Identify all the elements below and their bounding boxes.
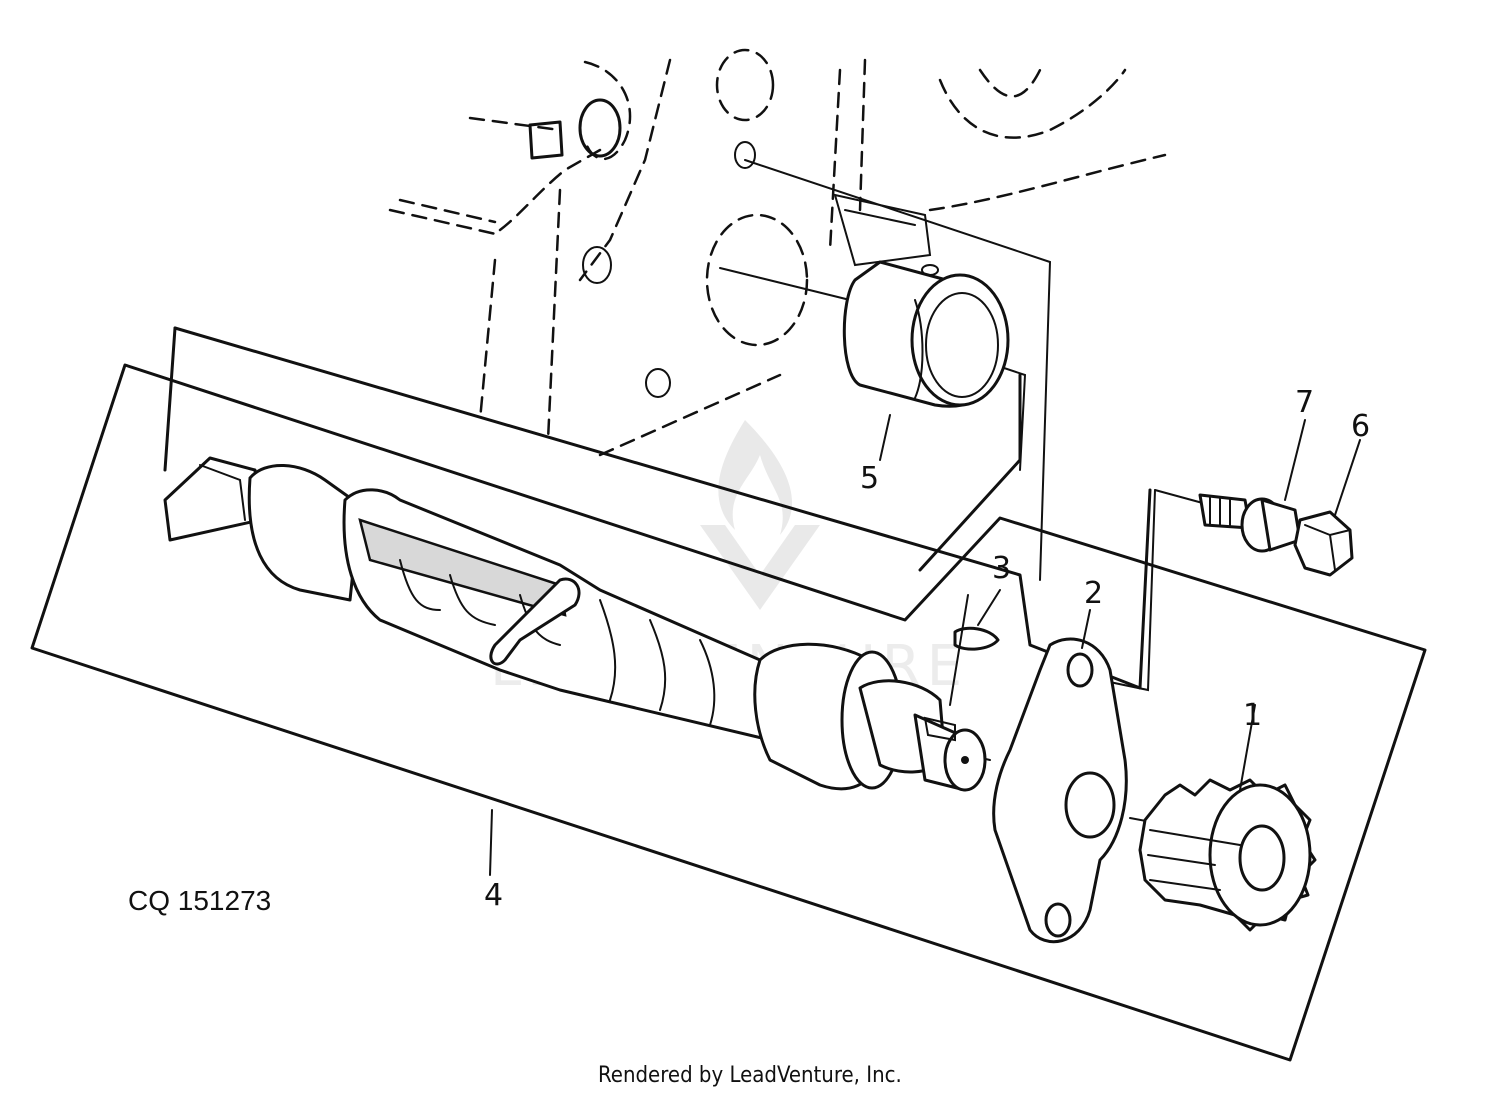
bushing-part — [842, 260, 1010, 408]
callout-7: 7 — [1295, 385, 1314, 420]
callout-4: 4 — [484, 878, 503, 913]
callout-3: 3 — [992, 551, 1011, 586]
callout-2: 2 — [1084, 576, 1103, 611]
assembly-frame-inner — [173, 326, 1152, 690]
callout-5: 5 — [860, 461, 879, 496]
engine-block-outline — [388, 48, 1167, 457]
figure-code: CQ 151273 — [128, 885, 271, 916]
cover-plate-part — [992, 637, 1128, 944]
key-part — [953, 626, 1000, 651]
callout-6: 6 — [1351, 409, 1370, 444]
pump-shaft-part — [163, 456, 987, 792]
assembly-frame-outer — [30, 363, 1427, 1062]
stud-part — [1198, 493, 1302, 553]
callout-1: 1 — [1243, 698, 1262, 733]
footer-credit: Rendered by LeadVenture, Inc. — [598, 1063, 902, 1088]
nut-part — [1293, 510, 1354, 577]
callout-leaders — [489, 414, 1361, 876]
drive-gear-part — [1138, 778, 1317, 932]
